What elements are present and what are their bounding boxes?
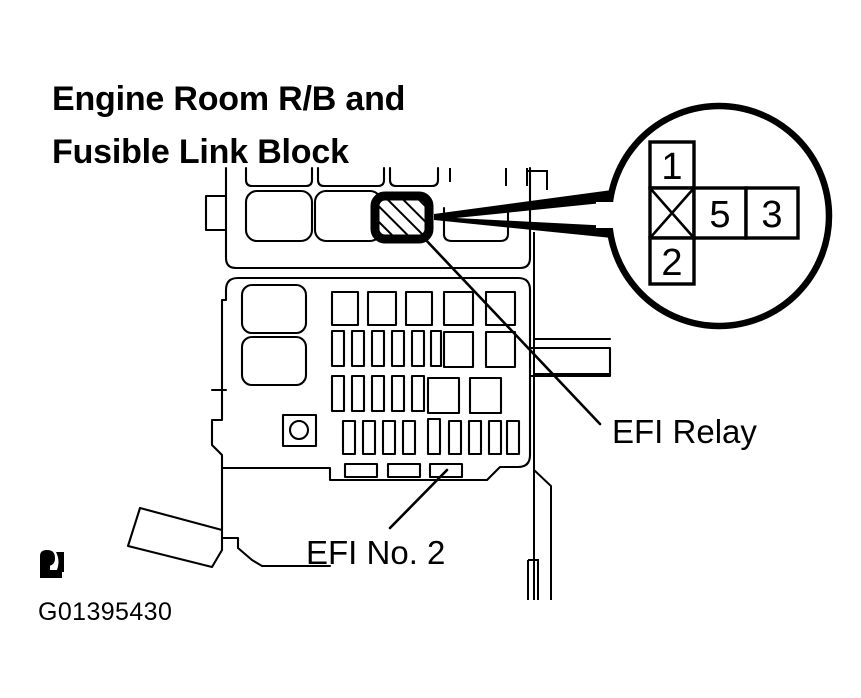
detail-callout-arrow (434, 190, 612, 238)
slot-fuse[interactable] (447, 419, 463, 456)
terminal-number-3: 3 (761, 194, 782, 236)
terminal-number-2: 2 (661, 242, 682, 284)
slot-fuse[interactable] (330, 329, 346, 368)
diagram-title-line-1: Engine Room R/B and (52, 80, 405, 118)
bolt-hole (281, 413, 318, 448)
square-fuse[interactable] (404, 290, 434, 327)
square-fuse[interactable] (442, 330, 475, 369)
slot-fuse[interactable] (350, 374, 366, 413)
square-fuse[interactable] (442, 290, 475, 327)
slot-fuse[interactable] (487, 419, 503, 456)
slot-fuse[interactable] (370, 374, 386, 413)
slot-fuse[interactable] (429, 329, 443, 368)
fuse-box-body (126, 166, 612, 569)
terminal-cell-1[interactable] (648, 140, 696, 190)
slot-fuse[interactable] (390, 374, 406, 413)
slot-fuse[interactable] (426, 417, 442, 456)
square-fuse[interactable] (484, 330, 517, 369)
fuse-grid (240, 283, 521, 479)
slot-fuse[interactable] (410, 329, 426, 368)
leader-lines (388, 236, 602, 530)
square-fuse[interactable] (426, 376, 461, 415)
slot-fuse[interactable] (390, 329, 406, 368)
large-fuse-slot[interactable] (240, 335, 308, 387)
slot-fuse[interactable] (370, 329, 386, 368)
efi-relay-leader (422, 236, 602, 426)
slot-fuse[interactable] (330, 374, 346, 413)
slot-fuse[interactable] (410, 374, 426, 413)
relay-slot[interactable] (244, 189, 314, 243)
slot-fuse[interactable] (350, 329, 366, 368)
efi-no-2-label: EFI No. 2 (306, 534, 445, 571)
efi-relay-slot-highlight[interactable] (370, 191, 434, 244)
terminal-cell-2[interactable] (648, 236, 696, 286)
square-fuse[interactable] (468, 376, 503, 415)
background-structure (449, 168, 612, 600)
relay-row (244, 189, 510, 244)
terminal-cell-5[interactable] (692, 186, 748, 240)
slot-fuse[interactable] (467, 419, 483, 456)
square-fuse[interactable] (330, 290, 360, 327)
diagram-title-line-2: Fusible Link Block (52, 133, 349, 171)
terminal-cell-3[interactable] (744, 186, 800, 240)
efi-no-2-leader (388, 468, 449, 530)
slot-fuse[interactable] (361, 419, 377, 456)
cross-mark-icon (649, 187, 695, 239)
bookmark-glyph (40, 550, 64, 578)
detail-circle: 1 2 5 3 (596, 102, 833, 330)
square-fuse[interactable] (366, 290, 398, 327)
efi-relay-label: EFI Relay (612, 413, 757, 450)
terminal-number-5: 5 (709, 194, 730, 236)
wide-fuse[interactable] (343, 462, 379, 479)
slot-fuse[interactable] (401, 419, 417, 456)
slot-fuse[interactable] (341, 419, 357, 456)
large-fuse-slot[interactable] (240, 283, 308, 335)
slot-fuse[interactable] (381, 419, 397, 456)
figure-id: G01395430 (38, 598, 172, 626)
terminal-layout: 1 2 5 3 (648, 140, 800, 286)
slot-fuse[interactable] (505, 419, 521, 456)
wide-fuse[interactable] (386, 462, 422, 479)
terminal-number-1: 1 (661, 146, 682, 188)
